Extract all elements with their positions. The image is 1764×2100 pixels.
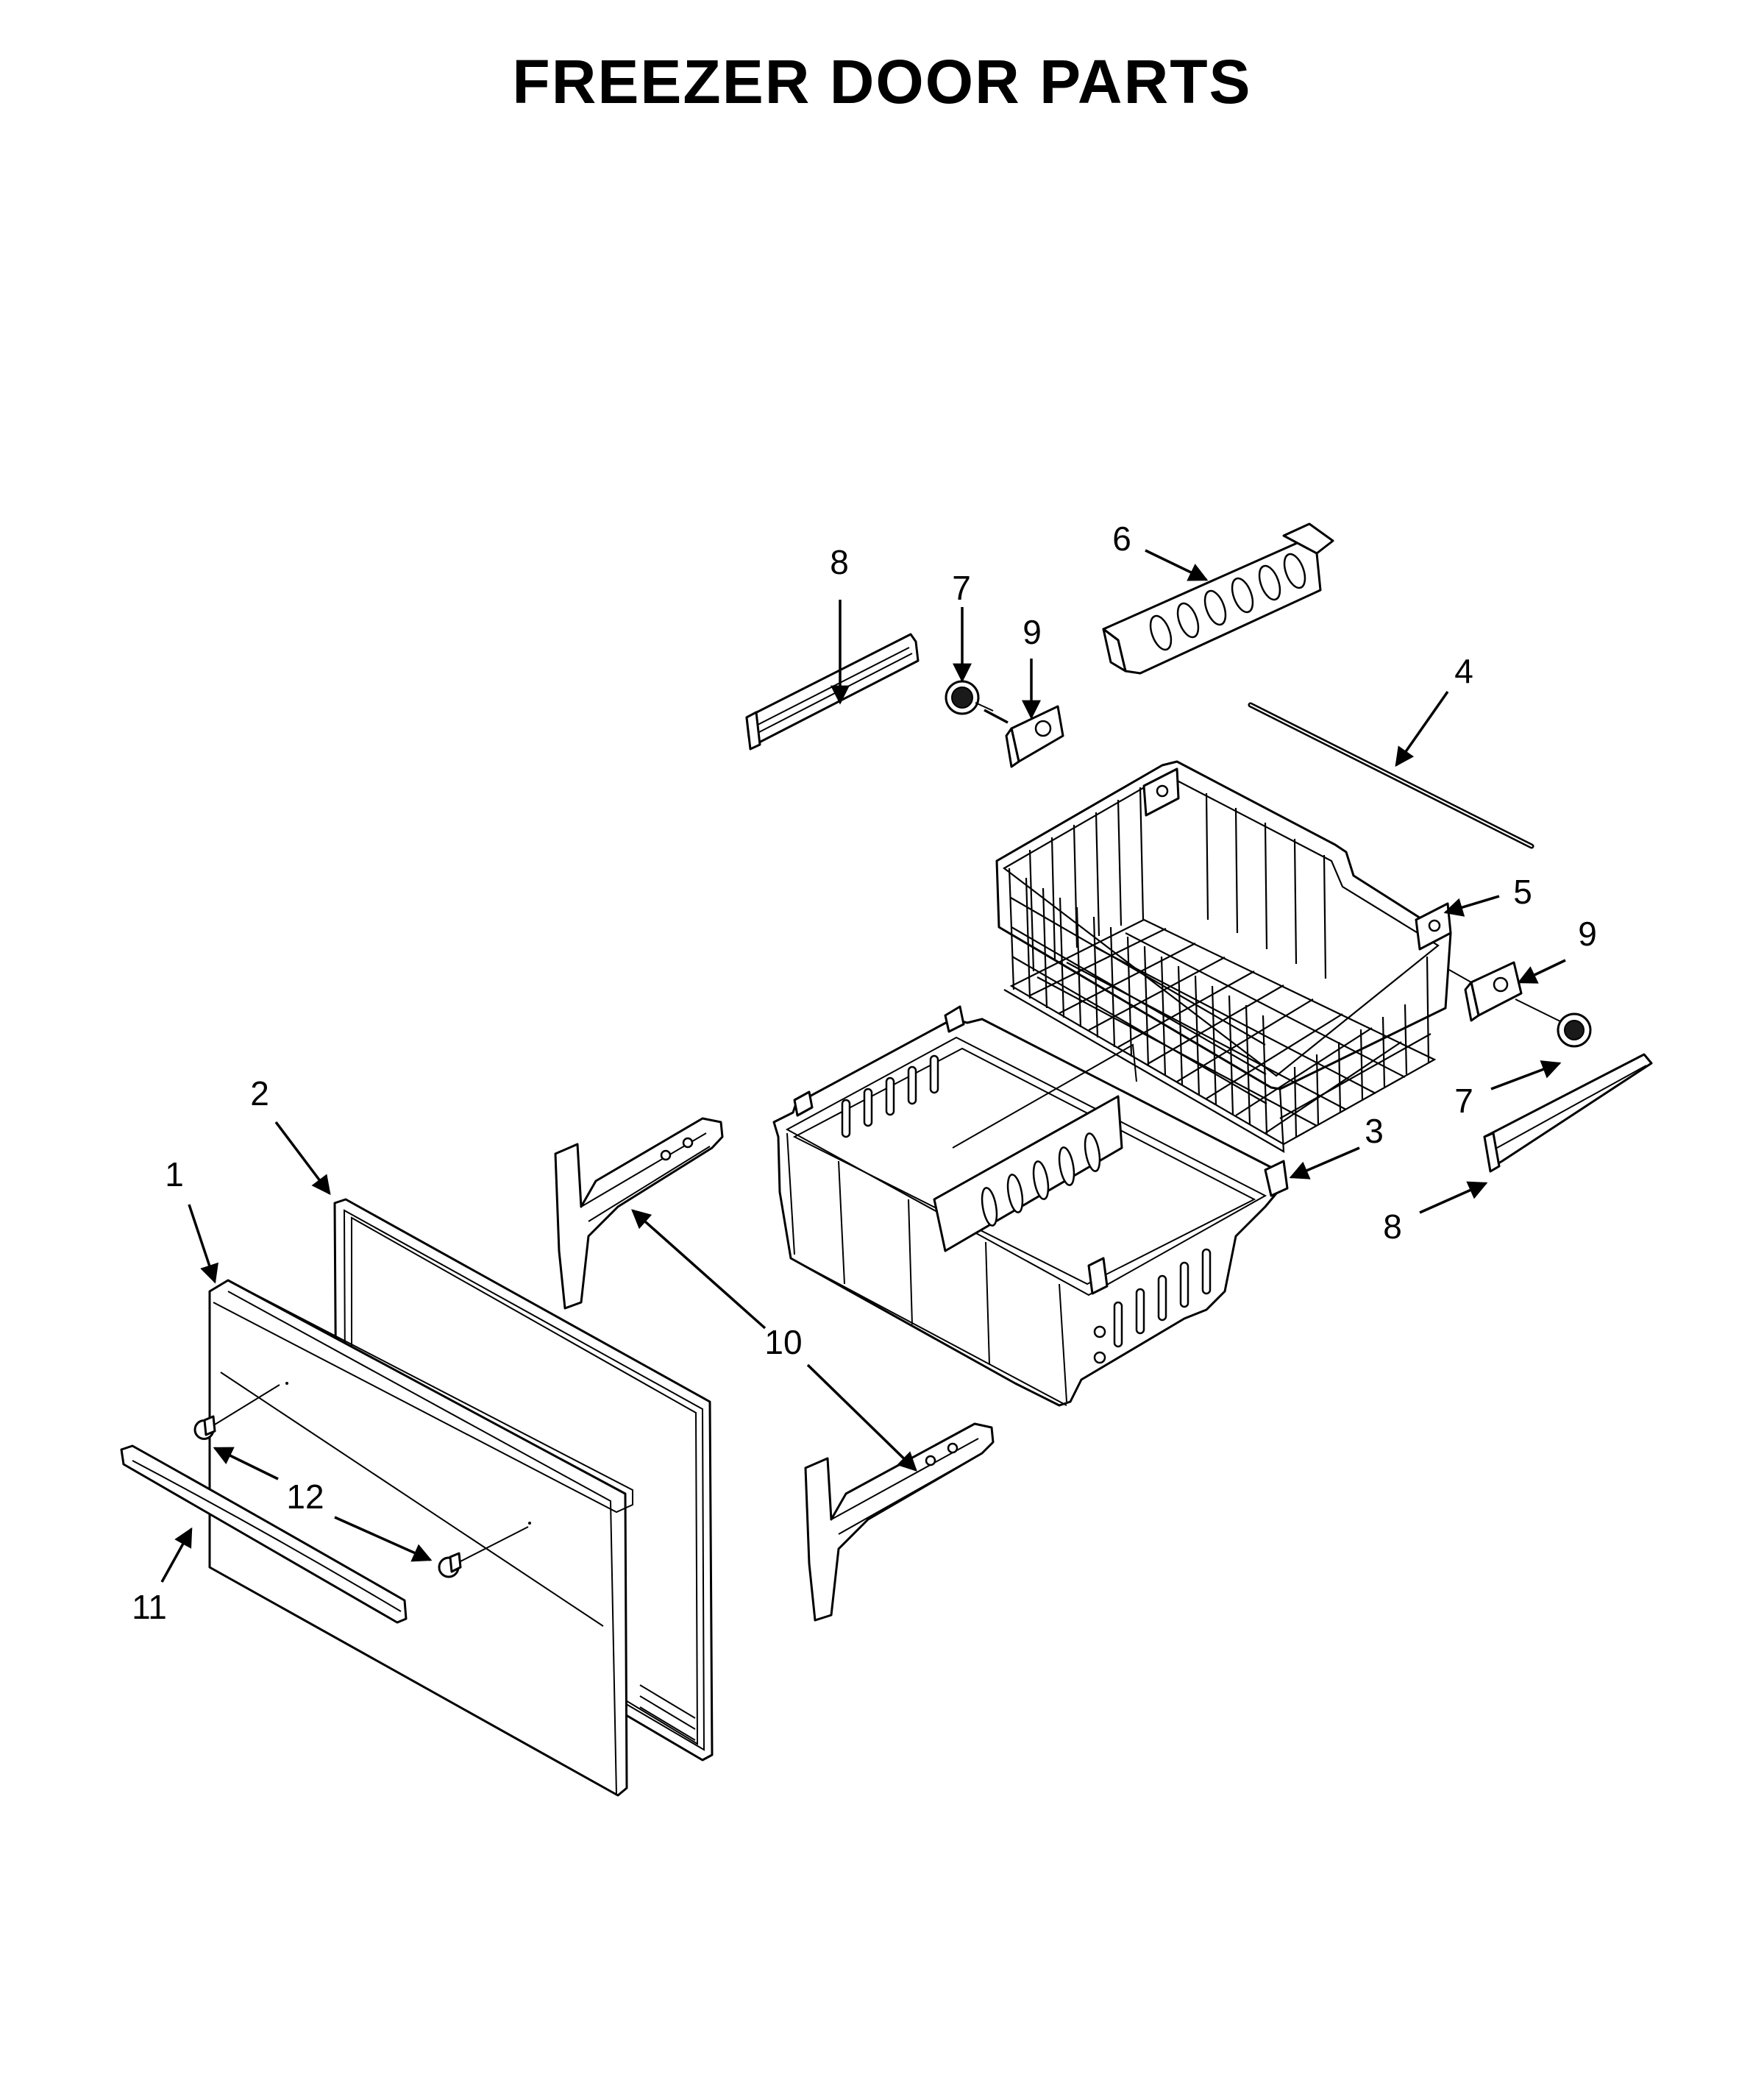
callout-9-upper: 9 bbox=[1023, 613, 1042, 651]
slide-rail-lower bbox=[1483, 1053, 1653, 1173]
callout-8-lower: 8 bbox=[1383, 1207, 1402, 1246]
support-arm-lower bbox=[804, 1422, 995, 1622]
door-handle bbox=[120, 1444, 408, 1624]
gear-lower bbox=[1515, 998, 1592, 1048]
callout-numbers: 8 7 9 6 4 5 9 7 3 8 2 1 10 12 11 bbox=[132, 519, 1597, 1626]
callout-7-upper: 7 bbox=[952, 569, 971, 607]
support-arm-upper bbox=[554, 1117, 724, 1310]
callout-2: 2 bbox=[250, 1074, 269, 1113]
rod bbox=[1248, 702, 1534, 849]
callout-9-lower: 9 bbox=[1578, 915, 1597, 953]
screw-left bbox=[193, 1384, 280, 1440]
callout-10: 10 bbox=[764, 1323, 802, 1361]
callout-12: 12 bbox=[286, 1478, 324, 1516]
freezer-bin bbox=[772, 1005, 1289, 1407]
screw-right bbox=[438, 1526, 529, 1578]
callout-11: 11 bbox=[132, 1588, 167, 1626]
callout-5: 5 bbox=[1513, 873, 1532, 911]
callout-1: 1 bbox=[165, 1155, 184, 1193]
pivot-bracket-lower bbox=[1448, 961, 1523, 1022]
gear-upper bbox=[945, 680, 1009, 724]
callout-8-upper: 8 bbox=[830, 543, 849, 581]
pivot-bracket-upper bbox=[1005, 705, 1064, 768]
diagram-title: FREEZER DOOR PARTS bbox=[512, 47, 1251, 116]
callout-6: 6 bbox=[1112, 519, 1131, 558]
door-panel bbox=[208, 1279, 633, 1797]
slide-rail-upper bbox=[745, 633, 920, 751]
divider-crossbar bbox=[1102, 522, 1334, 675]
callout-7-lower: 7 bbox=[1454, 1082, 1473, 1120]
callout-4: 4 bbox=[1454, 652, 1473, 690]
leader-lines bbox=[160, 549, 1566, 1583]
callout-3: 3 bbox=[1365, 1112, 1384, 1150]
wire-basket bbox=[995, 760, 1452, 1153]
